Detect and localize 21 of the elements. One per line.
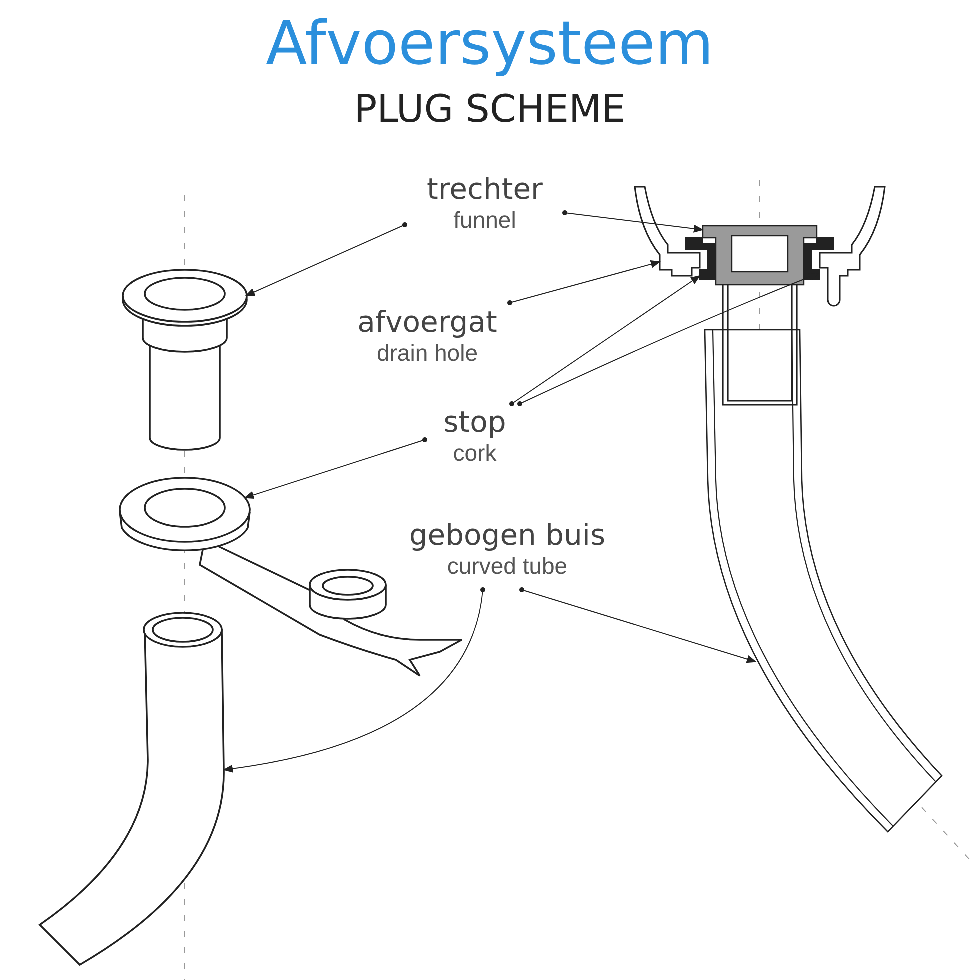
part-translation: drain hole [376,339,480,367]
subtitle: PLUG SCHEME [354,87,626,131]
part-translation: curved tube [446,552,569,580]
part-name: trechter [426,172,544,206]
leader-line [562,210,704,233]
leader-line [508,260,661,306]
leader-line [244,438,428,500]
curved-tube-drawing [39,612,225,966]
leader-line [520,588,757,664]
title: Afvoersysteem [266,9,714,79]
part-name: afvoergat [356,305,498,339]
part-translation: cork [452,439,498,467]
leader-line [510,275,701,406]
part-translation: funnel [452,206,518,234]
curved-tube-section [704,329,943,833]
leader-line [245,222,408,296]
part-name: stop [442,405,508,439]
leader-line [223,588,486,773]
sink-wall-section [634,186,886,307]
part-name: gebogen buis [408,518,607,552]
funnel-drawing [122,269,248,451]
